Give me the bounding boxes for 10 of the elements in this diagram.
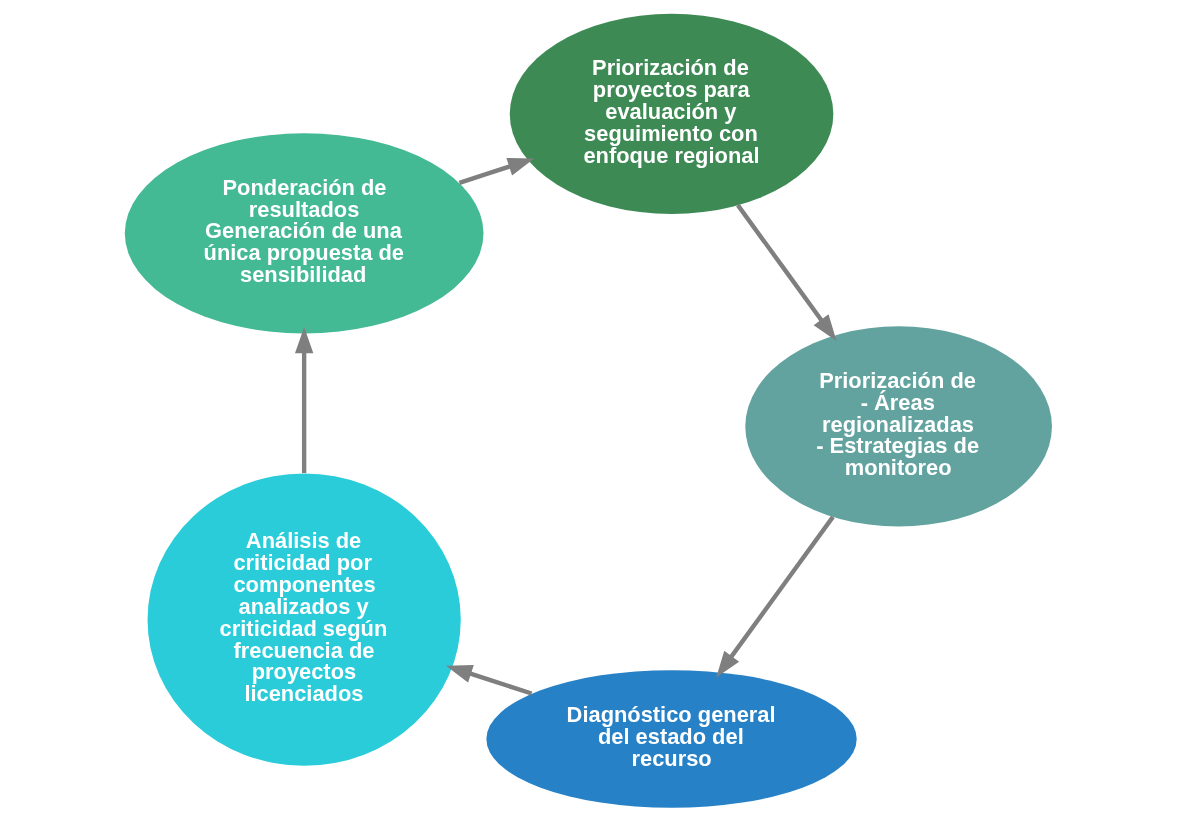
arrow (445, 665, 533, 696)
node-ellipse: Priorización de - Áreas regionalizadas - Estrategias de monitoreo (745, 326, 1052, 527)
node-ellipse: Diagnóstico general del estado del recurso (486, 670, 857, 808)
node-circle: Análisis de criticidad por componentes analizados y criticidad según frecuencia de proyectos licenciados (147, 473, 461, 766)
arrow (294, 327, 314, 473)
node-ellipse: Ponderación de resultados Generación de una única propuesta de sensibilidad (124, 133, 484, 334)
arrow (736, 203, 837, 341)
arrow (458, 157, 535, 185)
node-ellipse: Priorización de proyectos para evaluación y seguimiento con enfoque regional (509, 13, 834, 214)
arrow (716, 515, 835, 678)
